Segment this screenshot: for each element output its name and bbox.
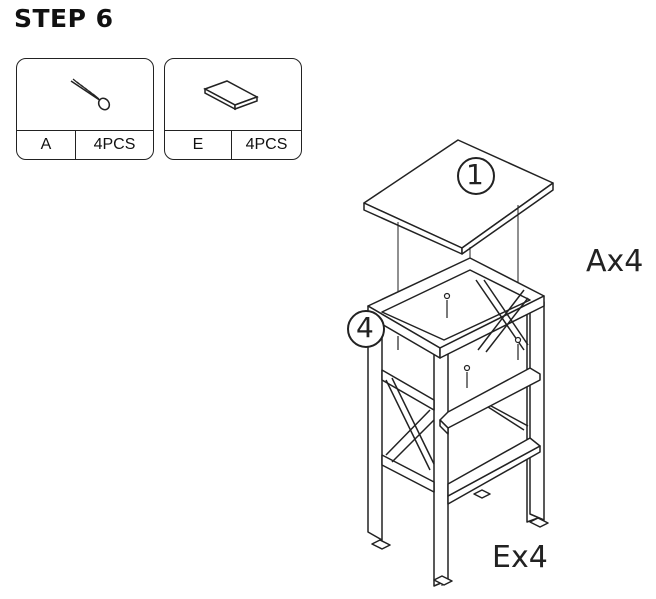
foot-pads xyxy=(371,489,549,586)
part-e-letter: E xyxy=(165,131,232,159)
right-front-leg xyxy=(433,345,449,587)
screw-icon xyxy=(17,59,153,127)
part-e-qty: 4PCS xyxy=(245,136,288,153)
table-top-panel xyxy=(363,139,554,255)
part-e-box: E 4PCS xyxy=(164,58,302,160)
right-back-leg xyxy=(529,295,545,521)
callout-circle-4 xyxy=(347,310,385,348)
part-a-qty: 4PCS xyxy=(93,136,136,153)
callout-number-1: 1 xyxy=(466,158,484,191)
foot-pad-icon xyxy=(165,59,301,127)
callout-number-4: 4 xyxy=(356,311,374,344)
bottom-shelf xyxy=(447,437,541,505)
callout-circle-1 xyxy=(457,157,495,195)
screw-count-label: Ax4 xyxy=(586,244,644,279)
part-a-box: A 4PCS xyxy=(16,58,154,160)
foot-pad-count-label: Ex4 xyxy=(492,540,548,575)
frame-screws xyxy=(397,292,522,388)
left-x-brace xyxy=(381,369,435,493)
middle-shelf xyxy=(439,367,541,435)
part-a-letter: A xyxy=(17,131,76,159)
step-title: STEP 6 xyxy=(14,4,114,33)
